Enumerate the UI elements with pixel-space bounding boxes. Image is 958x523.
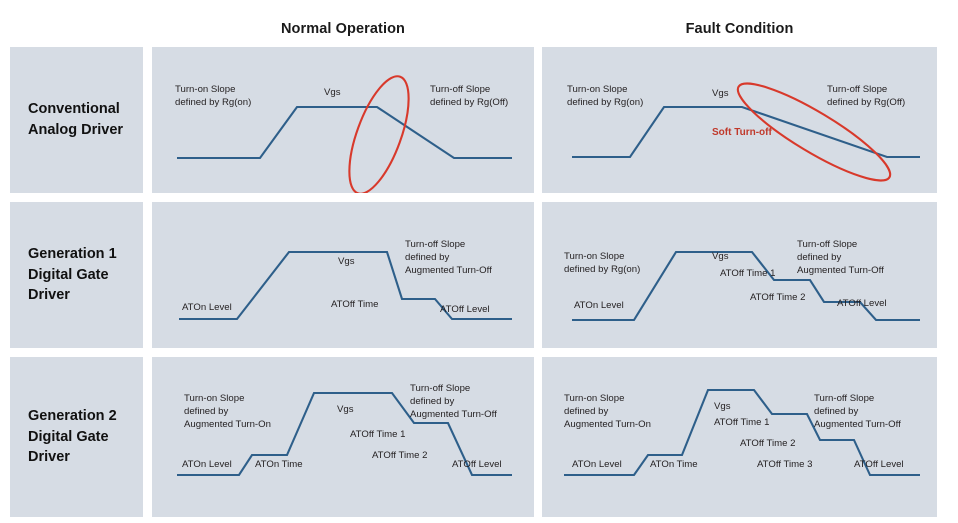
annotation-turn-on-line2: defined by xyxy=(564,406,608,417)
row-label-text: Generation 2 Digital Gate Driver xyxy=(28,408,117,466)
annotation-aton-level: ATOn Level xyxy=(572,459,622,470)
annotation-aton-level: ATOn Level xyxy=(574,300,624,311)
annotation-aton-level: ATOn Level xyxy=(182,459,232,470)
waveform-line xyxy=(564,388,920,477)
annotation-atoff-time-1: ATOff Time 1 xyxy=(714,417,769,428)
panel-gen1-fault: Turn-on Slope defined by Rg(on) Vgs Turn… xyxy=(542,202,937,348)
annotation-atoff-level: ATOff Level xyxy=(452,459,502,470)
annotation-turn-on-line1: Turn-on Slope xyxy=(564,393,624,404)
annotation-turn-off-line3: Augmented Turn-Off xyxy=(410,409,497,420)
annotation-vgs: Vgs xyxy=(712,251,729,262)
row-label-conventional-analog-driver: Conventional Analog Driver xyxy=(10,47,143,193)
annotation-turn-off-slope-line2: defined by Rg(Off) xyxy=(827,97,905,108)
annotation-aton-time: ATOn Time xyxy=(255,459,303,470)
panel-conventional-normal: Turn-on Slope defined by Rg(on) Vgs Turn… xyxy=(152,47,534,193)
annotation-turn-off-line2: defined by xyxy=(814,406,858,417)
annotation-atoff-level: ATOff Level xyxy=(837,298,887,309)
annotation-turn-on-slope-line1: Turn-on Slope xyxy=(175,84,235,95)
panel-gen1-normal: Vgs Turn-off Slope defined by Augmented … xyxy=(152,202,534,348)
annotation-vgs: Vgs xyxy=(338,256,355,267)
annotation-turn-on-line3: Augmented Turn-On xyxy=(184,419,271,430)
annotation-turn-off-line3: Augmented Turn-Off xyxy=(814,419,901,430)
waveform-gen1-fault: Turn-on Slope defined by Rg(on) Vgs Turn… xyxy=(564,239,920,322)
annotation-turn-off-line3: Augmented Turn-Off xyxy=(405,265,492,276)
annotation-atoff-level: ATOff Level xyxy=(440,304,490,315)
annotation-turn-off-line1: Turn-off Slope xyxy=(814,393,874,404)
highlight-ellipse xyxy=(348,75,410,193)
annotation-turn-off-line1: Turn-off Slope xyxy=(405,239,465,250)
annotation-turn-on-slope-line1: Turn-on Slope xyxy=(567,84,627,95)
annotation-aton-time: ATOn Time xyxy=(650,459,698,470)
annotation-turn-off-line2: defined by xyxy=(410,396,454,407)
annotation-aton-level: ATOn Level xyxy=(182,302,232,313)
waveform-conventional-fault: Turn-on Slope defined by Rg(on) Vgs Turn… xyxy=(567,82,920,182)
waveform-gen2-normal: Turn-on Slope defined by Augmented Turn-… xyxy=(177,383,512,477)
annotation-turn-on-line2: defined by xyxy=(184,406,228,417)
annotation-turn-on-line3: Augmented Turn-On xyxy=(564,419,651,430)
annotation-turn-off-slope-line1: Turn-off Slope xyxy=(430,84,490,95)
annotation-turn-off-line2: defined by xyxy=(797,252,841,263)
annotation-atoff-time-1: ATOff Time 1 xyxy=(720,268,775,279)
annotation-turn-off-line1: Turn-off Slope xyxy=(797,239,857,250)
waveform-line xyxy=(572,105,920,159)
annotation-atoff-time-2: ATOff Time 2 xyxy=(372,450,427,461)
column-header-normal-operation: Normal Operation xyxy=(280,21,406,37)
annotation-turn-on-slope-line2: defined by Rg(on) xyxy=(567,97,643,108)
annotation-turn-off-line3: Augmented Turn-Off xyxy=(797,265,884,276)
row-label-generation-2-digital-gate-driver: Generation 2 Digital Gate Driver xyxy=(10,357,143,517)
highlight-ellipse xyxy=(736,82,892,182)
annotation-atoff-time-2: ATOff Time 2 xyxy=(740,438,795,449)
column-header-fault-condition: Fault Condition xyxy=(685,21,794,37)
annotation-atoff-time: ATOff Time xyxy=(331,299,378,310)
annotation-vgs: Vgs xyxy=(714,401,731,412)
annotation-vgs: Vgs xyxy=(337,404,354,415)
annotation-turn-on-line1: Turn-on Slope xyxy=(564,251,624,262)
waveform-line xyxy=(177,105,512,160)
waveform-gen2-fault: Turn-on Slope defined by Augmented Turn-… xyxy=(564,388,920,477)
annotation-atoff-time-1: ATOff Time 1 xyxy=(350,429,405,440)
row-label-text: Conventional Analog Driver xyxy=(28,101,124,138)
annotation-atoff-level: ATOff Level xyxy=(854,459,904,470)
annotation-turn-off-line2: defined by xyxy=(405,252,449,263)
annotation-soft-turn-off: Soft Turn-off xyxy=(712,127,772,138)
row-label-generation-1-digital-gate-driver: Generation 1 Digital Gate Driver xyxy=(10,202,143,348)
panel-conventional-fault: Turn-on Slope defined by Rg(on) Vgs Turn… xyxy=(542,47,937,193)
row-label-text: Generation 1 Digital Gate Driver xyxy=(28,246,117,304)
panel-gen2-normal: Turn-on Slope defined by Augmented Turn-… xyxy=(152,357,534,517)
annotation-vgs: Vgs xyxy=(712,88,729,99)
annotation-atoff-time-2: ATOff Time 2 xyxy=(750,292,805,303)
annotation-turn-off-slope-line1: Turn-off Slope xyxy=(827,84,887,95)
annotation-turn-on-line2: defined by Rg(on) xyxy=(564,264,640,275)
waveform-line xyxy=(177,391,512,477)
panel-gen2-fault: Turn-on Slope defined by Augmented Turn-… xyxy=(542,357,937,517)
waveform-line xyxy=(572,250,920,322)
annotation-turn-on-line1: Turn-on Slope xyxy=(184,393,244,404)
waveform-line xyxy=(179,250,512,321)
annotation-turn-off-slope-line2: defined by Rg(Off) xyxy=(430,97,508,108)
annotation-vgs: Vgs xyxy=(324,87,341,98)
waveform-conventional-normal: Turn-on Slope defined by Rg(on) Vgs Turn… xyxy=(175,75,512,193)
annotation-turn-on-slope-line2: defined by Rg(on) xyxy=(175,97,251,108)
annotation-atoff-time-3: ATOff Time 3 xyxy=(757,459,812,470)
waveform-gen1-normal: Vgs Turn-off Slope defined by Augmented … xyxy=(179,239,512,321)
annotation-turn-off-line1: Turn-off Slope xyxy=(410,383,470,394)
